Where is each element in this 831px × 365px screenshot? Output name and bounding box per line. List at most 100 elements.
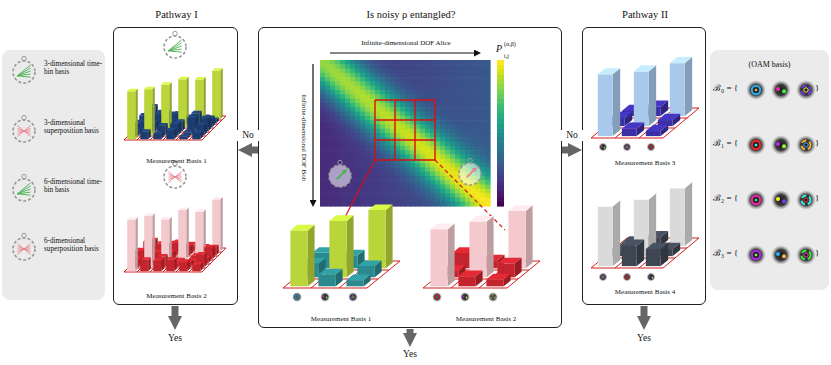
rect-mark — [325, 120, 331, 125]
rect-mark — [440, 81, 446, 86]
rect-mark — [455, 120, 461, 125]
rect-mark — [400, 64, 406, 69]
rect-mark — [195, 212, 203, 255]
rect-mark — [420, 107, 426, 112]
rect-mark — [470, 99, 476, 104]
circle-mark — [755, 254, 758, 257]
rect-mark — [410, 81, 416, 86]
rect-mark — [345, 73, 351, 78]
rect-mark — [380, 94, 386, 99]
rect-mark — [420, 77, 426, 82]
rect-mark — [395, 202, 401, 207]
rect-mark — [390, 64, 396, 69]
rect-mark — [435, 94, 441, 99]
polygon-mark — [508, 205, 532, 211]
polygon-mark — [212, 197, 223, 199]
rect-mark — [470, 81, 476, 86]
rect-mark — [485, 124, 491, 129]
rect-mark — [380, 142, 386, 147]
rect-mark — [330, 189, 336, 194]
rect-mark — [365, 150, 371, 155]
rect-mark — [470, 142, 476, 147]
rect-mark — [325, 86, 331, 91]
rect-mark — [2, 50, 105, 300]
circle-mark — [599, 273, 608, 282]
rect-mark — [360, 163, 366, 168]
oam-mode-image — [771, 245, 791, 265]
rect-mark — [330, 73, 336, 78]
circle-mark — [625, 145, 629, 149]
rect-mark — [425, 73, 431, 78]
rect-mark — [440, 103, 446, 108]
rect-mark — [425, 94, 431, 99]
rect-mark — [320, 77, 326, 82]
polygon-mark — [161, 217, 172, 219]
node-text: ℬ₁ = { — [713, 138, 747, 148]
rect-mark — [345, 94, 351, 99]
rect-mark — [345, 129, 351, 134]
rect-mark — [345, 81, 351, 86]
rect-mark — [325, 99, 331, 104]
polygon-mark — [135, 89, 137, 139]
rect-mark — [450, 202, 456, 207]
rect-mark — [455, 69, 461, 74]
measurement-clock-icon — [13, 115, 35, 142]
rect-mark — [340, 107, 346, 112]
rect-mark — [415, 77, 421, 82]
rect-mark — [465, 133, 471, 138]
rect-mark — [435, 193, 441, 198]
polygon-mark — [329, 215, 353, 221]
rect-mark — [475, 150, 481, 155]
rect-mark — [355, 197, 361, 202]
rect-mark — [435, 60, 441, 65]
rect-mark — [405, 185, 411, 190]
rect-mark — [425, 60, 431, 65]
rect-mark — [340, 94, 346, 99]
circle-mark — [173, 31, 177, 35]
rect-mark — [400, 73, 406, 78]
rect-mark — [497, 191, 504, 196]
rect-mark — [415, 185, 421, 190]
rect-mark — [440, 69, 446, 74]
rect-mark — [345, 107, 351, 112]
rect-mark — [415, 172, 421, 177]
rect-mark — [445, 159, 451, 164]
rect-mark — [375, 142, 381, 147]
rect-mark — [330, 99, 336, 104]
rect-mark — [335, 150, 341, 155]
rect-mark — [375, 189, 381, 194]
rect-mark — [475, 129, 481, 134]
bar — [166, 257, 177, 271]
rect-mark — [320, 94, 326, 99]
rect-mark — [330, 159, 336, 164]
rect-mark — [320, 154, 326, 159]
rect-mark — [445, 202, 451, 207]
rect-mark — [335, 77, 341, 82]
rect-mark — [335, 189, 341, 194]
rect-mark — [670, 188, 685, 246]
line-mark — [17, 65, 30, 76]
rect-mark — [365, 202, 371, 207]
polygon-mark — [157, 123, 168, 125]
rect-mark — [360, 103, 366, 108]
rect-mark — [485, 146, 491, 151]
rect-mark — [445, 133, 451, 138]
rect-mark — [320, 185, 326, 190]
rect-mark — [497, 94, 504, 99]
line-mark — [423, 288, 507, 289]
rect-mark — [430, 189, 436, 194]
rect-mark — [465, 146, 471, 151]
rect-mark — [450, 112, 456, 117]
rect-mark — [470, 137, 476, 142]
rect-mark — [390, 180, 396, 185]
circle-mark — [647, 273, 656, 282]
rect-mark — [420, 176, 426, 181]
rect-mark — [320, 81, 326, 86]
line-mark — [168, 46, 181, 51]
rect-mark — [320, 197, 326, 202]
rect-mark — [340, 90, 346, 95]
rect-mark — [385, 189, 391, 194]
rect-mark — [450, 150, 456, 155]
set-brace: } — [815, 83, 823, 93]
oam-mode-image — [647, 273, 656, 282]
